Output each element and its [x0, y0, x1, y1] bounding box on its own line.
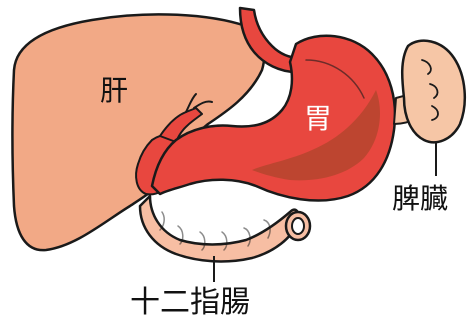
duodenum-opening: [292, 218, 304, 234]
spleen-label: 脾臓: [392, 182, 448, 215]
stomach-label: 胃: [304, 102, 332, 135]
spleen-shape: [402, 41, 465, 143]
duodenum-label: 十二指腸: [130, 285, 250, 320]
liver-label: 肝: [100, 74, 128, 107]
duodenum-shape: [140, 196, 299, 261]
